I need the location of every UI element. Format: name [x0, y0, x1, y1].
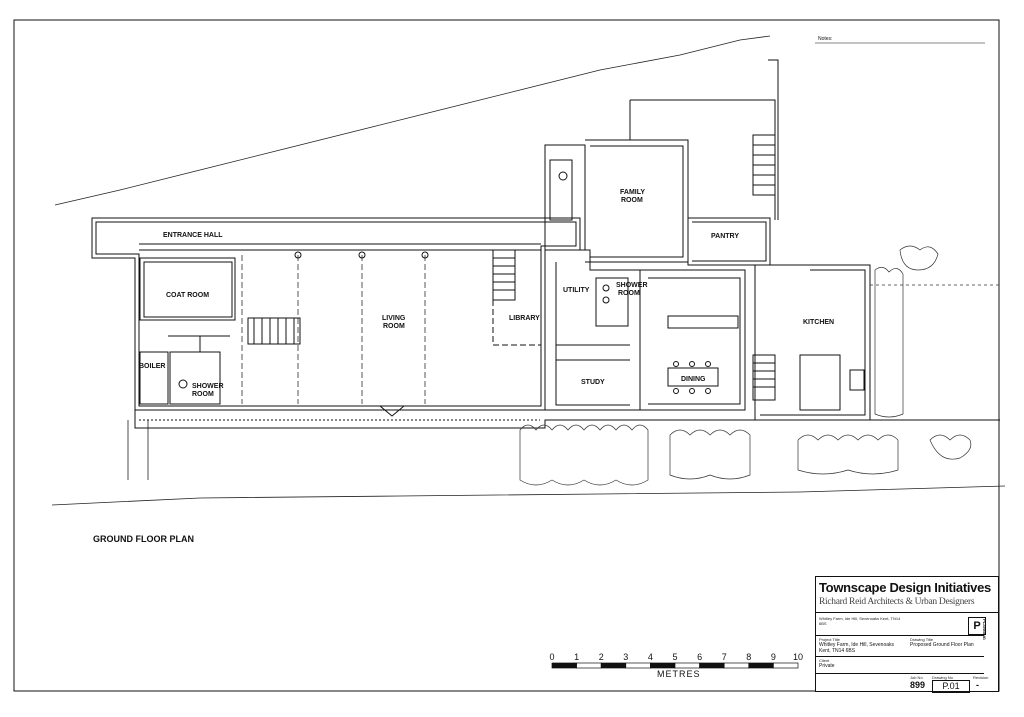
- scale-bar-segment: [650, 662, 676, 669]
- scale-bar-segment: [723, 662, 750, 669]
- label-boiler: BOILER: [139, 363, 165, 370]
- scale-bar-segment: [625, 662, 651, 669]
- scale-bar-tick-label: 9: [771, 652, 776, 662]
- scale-unit-label: METRES: [657, 669, 701, 679]
- drawing-title: Proposed Ground Floor Plan: [910, 642, 974, 648]
- scale-bar: 0 1 2 3 4 5 6 7 8 9 10 METRES: [549, 652, 803, 679]
- title-block-divider-3: [816, 656, 984, 657]
- label-kitchen: KITCHEN: [803, 319, 834, 326]
- scale-bar-tick-label: 6: [697, 652, 702, 662]
- title-block-divider: [816, 612, 998, 613]
- label-study: STUDY: [581, 379, 605, 386]
- revision-value: -: [976, 680, 979, 690]
- label-coat-room: COAT ROOM: [166, 292, 209, 299]
- notes-label: Notes:: [818, 36, 833, 42]
- firm-address: Whitley Farm, Ide Hill, Sevenoaks Kent, …: [819, 616, 901, 626]
- sheet-border: [13, 19, 1000, 692]
- scale-bar-tick-label: 4: [648, 652, 653, 662]
- scale-bar-tick-label: 7: [722, 652, 727, 662]
- scale-bar-segment: [748, 662, 774, 669]
- label-family-room-2: ROOM: [621, 197, 643, 204]
- job-no: 899: [910, 680, 926, 690]
- status-vertical-label: PLANNING: [982, 619, 987, 640]
- label-pantry: PANTRY: [711, 233, 739, 240]
- client-label: Client: [819, 658, 830, 663]
- label-utility: UTILITY: [563, 287, 590, 294]
- label-dining: DINING: [681, 376, 706, 383]
- scale-bar-tick-label: 1: [574, 652, 579, 662]
- project-label: Project Title: [819, 637, 840, 642]
- scale-bar-tick-label: 3: [623, 652, 628, 662]
- scale-bar-tick-label: 0: [549, 652, 554, 662]
- title-block-divider-4: [816, 673, 984, 674]
- site-outline: [51, 35, 1006, 506]
- client-value: Private: [819, 663, 835, 669]
- label-entrance-hall: ENTRANCE HALL: [163, 232, 223, 239]
- label-shower-room-right-2: ROOM: [618, 290, 640, 297]
- label-shower-room-right-1: SHOWER: [616, 282, 648, 289]
- scale-bar-tick-label: 2: [599, 652, 604, 662]
- revision-label: Revision: [973, 675, 989, 680]
- scale-bar-tick-label: 5: [672, 652, 677, 662]
- label-living-room-2: ROOM: [383, 323, 405, 330]
- scale-bar-segment: [576, 662, 602, 669]
- title-block: Townscape Design Initiatives Richard Rei…: [815, 576, 999, 693]
- label-family-room-1: FAMILY: [620, 189, 645, 196]
- title-block-divider-2: [816, 635, 984, 636]
- label-library: LIBRARY: [509, 315, 540, 322]
- scale-bar-segment: [699, 662, 725, 669]
- room-labels: ENTRANCE HALL COAT ROOM BOILER SHOWER RO…: [139, 189, 834, 398]
- firm-name: Townscape Design Initiatives: [819, 580, 991, 595]
- scale-bar-tick-label: 8: [746, 652, 751, 662]
- scale-bar-tick-label: 10: [793, 652, 803, 662]
- firm-subtitle: Richard Reid Architects & Urban Designer…: [819, 597, 975, 607]
- project-line-2: Kent, TN14 6BS: [819, 648, 856, 654]
- drawing-no: P.01: [932, 680, 970, 693]
- building-walls: [91, 59, 1000, 429]
- label-shower-room-left-1: SHOWER: [192, 383, 224, 390]
- scale-bar-segment: [674, 662, 700, 669]
- scale-bar-segment: [600, 662, 627, 669]
- scale-bar-segment: [551, 662, 577, 669]
- label-living-room-1: LIVING: [382, 315, 406, 322]
- project-line-1: Whitley Farm, Ide Hill, Sevenoaks: [819, 642, 895, 648]
- scale-bar-segment: [773, 662, 799, 669]
- label-shower-room-left-2: ROOM: [192, 391, 214, 398]
- planting: [519, 245, 1000, 486]
- status-letter: P: [968, 617, 986, 635]
- drawing-title-label: Drawing Title: [910, 637, 934, 642]
- plan-title: GROUND FLOOR PLAN: [93, 534, 194, 544]
- drawing-no-label: Drawing No: [932, 675, 953, 680]
- job-no-label: Job No: [910, 675, 923, 680]
